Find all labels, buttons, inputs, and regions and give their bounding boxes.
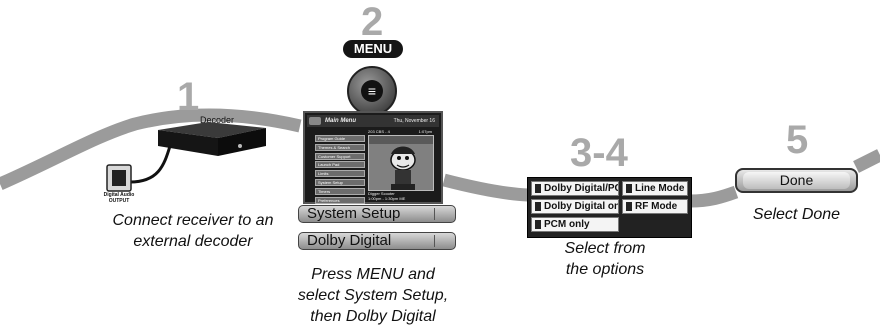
option-flag-icon bbox=[535, 184, 541, 193]
step-5-caption: Select Done bbox=[752, 206, 841, 223]
done-button-label: Done bbox=[743, 172, 850, 189]
tv-menu-item[interactable]: Customer Support bbox=[315, 152, 365, 160]
system-setup-bar[interactable]: System Setup bbox=[298, 205, 456, 223]
step-2-caption: Press MENU and select System Setup, then… bbox=[297, 266, 449, 325]
dolby-digital-bar[interactable]: Dolby Digital bbox=[298, 232, 456, 250]
option-dolby-digital-only[interactable]: Dolby Digital only bbox=[531, 199, 619, 214]
tv-header-date: Thu, November 16 bbox=[393, 118, 435, 124]
tv-menu-item[interactable]: System Setup bbox=[315, 178, 365, 186]
tv-header-title: Main Menu bbox=[325, 118, 356, 124]
option-flag-icon bbox=[626, 202, 632, 211]
option-line-mode[interactable]: Line Mode bbox=[622, 181, 688, 196]
decoder-label: Decoder bbox=[200, 115, 235, 125]
step-1-caption: Connect receiver to an external decoder bbox=[112, 212, 274, 250]
menu-lines-icon: ≡ bbox=[361, 80, 383, 102]
menu-button[interactable]: ≡ bbox=[347, 66, 397, 116]
digital-audio-port-icon bbox=[106, 164, 132, 192]
step-3-4-caption: Select from the options bbox=[564, 240, 646, 278]
tv-channel-bar: 203 CBS - 4 1:07pm bbox=[368, 129, 434, 135]
tv-menu-list: Program Guide Themes & Search Customer S… bbox=[315, 135, 365, 214]
option-dolby-digital-pcm[interactable]: Dolby Digital/PCM bbox=[531, 181, 619, 196]
option-flag-icon bbox=[626, 184, 632, 193]
tv-channel: 203 CBS - 4 bbox=[368, 129, 390, 134]
option-pcm-only[interactable]: PCM only bbox=[531, 217, 619, 232]
step-3-4-number: 3-4 bbox=[570, 131, 628, 175]
bar-divider bbox=[434, 235, 435, 247]
options-panel: Dolby Digital/PCM Dolby Digital only PCM… bbox=[527, 177, 692, 238]
tv-menu-item[interactable]: Timers bbox=[315, 187, 365, 195]
cartoon-character-image bbox=[369, 136, 433, 190]
bar-divider bbox=[434, 208, 435, 220]
step-2-number: 2 bbox=[361, 0, 384, 44]
option-flag-icon bbox=[535, 202, 541, 211]
tv-menu-item[interactable]: Preferences bbox=[315, 196, 365, 204]
tv-menu-item[interactable]: Launch Pad bbox=[315, 161, 365, 169]
tv-menu-item[interactable]: Themes & Search bbox=[315, 143, 365, 151]
step-1-number: 1 bbox=[177, 75, 200, 119]
digital-audio-output-label: Digital Audio OUTPUT bbox=[103, 192, 135, 204]
decoder-box-icon bbox=[158, 122, 266, 156]
tv-preview-window bbox=[368, 135, 434, 191]
menu-label: MENU bbox=[343, 40, 403, 58]
tv-menu-item[interactable]: Program Guide bbox=[315, 135, 365, 142]
dish-logo-icon bbox=[309, 117, 321, 125]
option-rf-mode[interactable]: RF Mode bbox=[622, 199, 688, 214]
tv-program-info: Digger Scooter 1:00pm - 1:30pm ME bbox=[368, 191, 406, 201]
step-5-number: 5 bbox=[786, 118, 809, 162]
option-flag-icon bbox=[535, 220, 541, 229]
tv-header: Main Menu Thu, November 16 bbox=[307, 115, 439, 127]
tv-menu-item[interactable]: Limits bbox=[315, 170, 365, 178]
tv-screen: Main Menu Thu, November 16 Program Guide… bbox=[303, 111, 443, 213]
done-button[interactable]: Done bbox=[735, 168, 858, 193]
tv-time: 1:07pm bbox=[418, 129, 432, 134]
audio-cable bbox=[129, 145, 172, 184]
